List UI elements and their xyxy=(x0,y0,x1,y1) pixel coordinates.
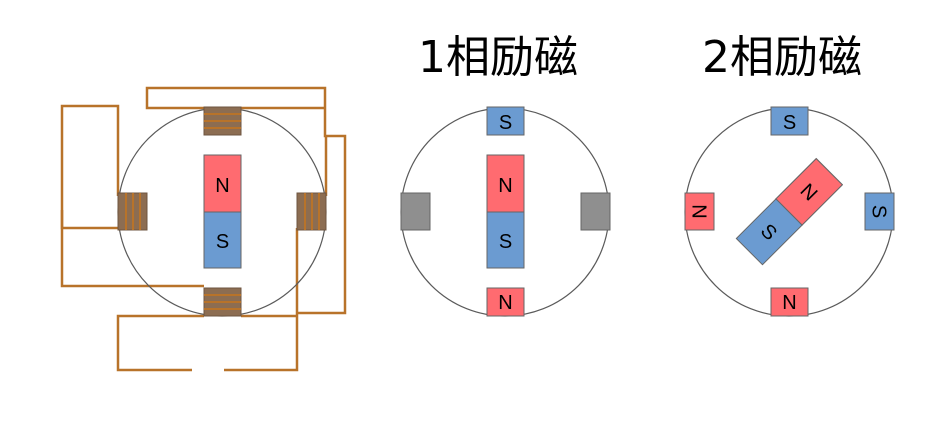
pole-left-label: N xyxy=(688,204,710,218)
rotor-magnet: N S xyxy=(203,154,242,269)
pole-right-label: S xyxy=(868,205,890,218)
title-two-phase: 2相励磁 xyxy=(702,32,862,83)
rotor-north xyxy=(203,154,242,213)
pole-left-inactive xyxy=(400,192,431,231)
rotor-north-label: N xyxy=(498,175,512,197)
pole-top-label: S xyxy=(499,112,512,134)
pole-right-south xyxy=(864,192,895,231)
pole-top-label: S xyxy=(783,112,796,134)
pole-top-south xyxy=(486,106,525,136)
coil-bottom xyxy=(203,287,242,317)
rotor-south xyxy=(735,198,803,266)
coil-left xyxy=(117,192,148,231)
motor-with-windings: N S xyxy=(60,86,347,372)
rotor-south-label: S xyxy=(216,231,229,253)
rotor-south-label: S xyxy=(499,231,512,253)
wires xyxy=(60,86,347,372)
one-phase-excitation: S N N S xyxy=(400,106,611,317)
two-phase-excitation: S N N S N S xyxy=(684,106,895,317)
coil-top xyxy=(203,106,242,136)
rotor-south xyxy=(486,211,525,269)
pole-left-north xyxy=(684,192,715,231)
pole-top-south xyxy=(770,106,809,136)
rotor-south xyxy=(203,211,242,269)
pole-bottom-north xyxy=(486,287,525,317)
title-one-phase: 1相励磁 xyxy=(418,32,578,83)
pole-bottom-label: N xyxy=(498,292,512,314)
pole-bottom-label: N xyxy=(782,292,796,314)
pole-right-inactive xyxy=(580,192,611,231)
coil-right xyxy=(296,192,327,231)
rotor-north xyxy=(486,154,525,213)
pole-bottom-north xyxy=(770,287,809,317)
rotor-north-label: N xyxy=(215,175,229,197)
